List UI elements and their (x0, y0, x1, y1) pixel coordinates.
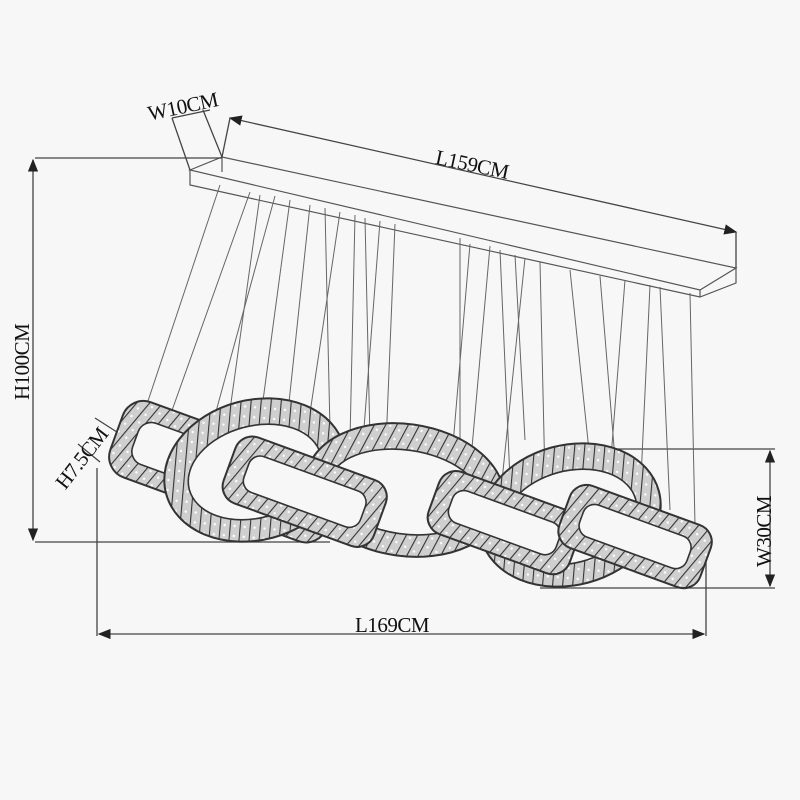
chain-link-4 (221, 435, 388, 548)
height-dimension (27, 157, 330, 543)
chain-link-7 (557, 483, 713, 590)
width-dimension (540, 448, 776, 589)
chain-links (108, 397, 713, 590)
overall-width-label: W30CM (752, 496, 776, 567)
overall-length-label: L169CM (355, 613, 430, 637)
canopy (188, 156, 738, 298)
overall-height-label: H100CM (10, 323, 34, 400)
chain-link-6 (426, 470, 583, 576)
canopy-dimension-lines (171, 109, 738, 268)
link-height-dimension (77, 417, 121, 463)
